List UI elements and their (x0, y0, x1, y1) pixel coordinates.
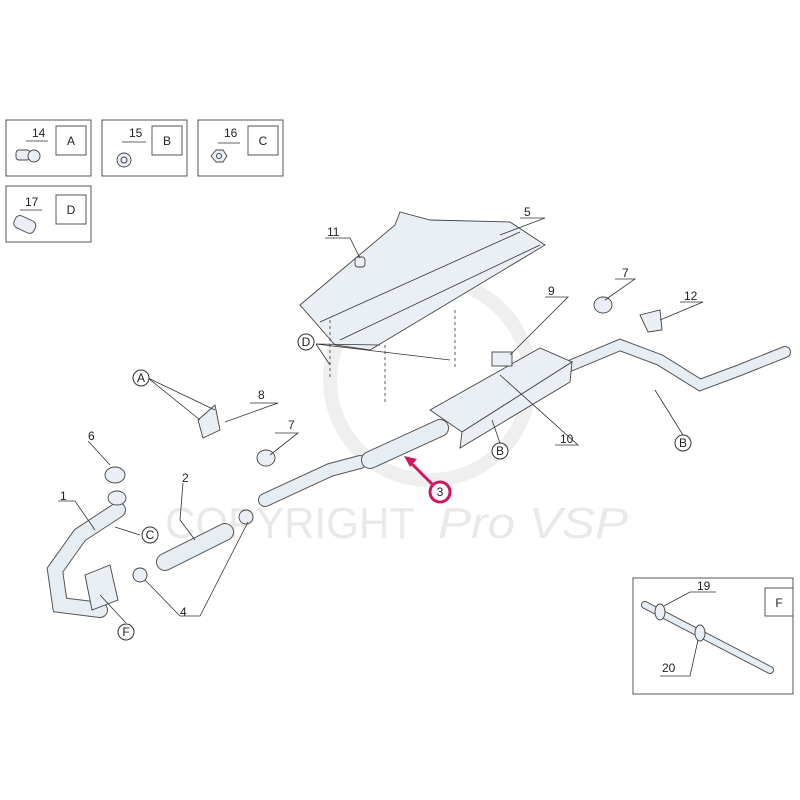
heat-shield (299, 211, 546, 351)
callout-10: 10 (560, 432, 574, 446)
leader-lines (58, 217, 704, 624)
watermark-brand: Pro VSP (438, 499, 629, 548)
svg-text:D: D (302, 335, 311, 349)
bracket-8 (197, 404, 221, 439)
circled-label-b: B (674, 434, 692, 452)
callout-9: 9 (548, 284, 555, 298)
callout-1: 1 (60, 489, 67, 503)
gasket (104, 466, 126, 484)
callout-12: 12 (684, 289, 698, 303)
nut-11 (354, 256, 366, 268)
detail-letter: F (775, 596, 782, 610)
legend-number: 14 (32, 126, 46, 140)
svg-text:F: F (122, 625, 129, 639)
legend-box-a: A 14 (5, 119, 92, 177)
detail-box-f: F 19 20 (632, 577, 794, 695)
svg-text:B: B (679, 436, 687, 450)
callout-7: 7 (622, 266, 629, 280)
legend-box-d: D 17 (5, 185, 92, 243)
bracket-12 (639, 309, 663, 333)
callout-6: 6 (88, 429, 95, 443)
rubber-hanger (256, 449, 276, 467)
svg-text:B: B (496, 444, 504, 458)
callout-8: 8 (258, 388, 265, 402)
legend-letter: A (67, 134, 75, 148)
legend-box-b: B 15 (101, 119, 188, 177)
stud-icon (13, 215, 37, 234)
callout-7: 7 (288, 418, 295, 432)
legend-number: 15 (129, 126, 143, 140)
callout-4: 4 (180, 605, 187, 619)
clamp (238, 509, 254, 525)
rear-muffler-side (459, 361, 573, 449)
exhaust-pipe (258, 338, 791, 507)
callout-19: 19 (697, 579, 711, 593)
circled-label-a: A (132, 369, 150, 387)
circled-label-c: C (141, 526, 159, 544)
clamp (132, 567, 148, 583)
washer-bolt-icon (116, 152, 132, 168)
nut-icon (210, 149, 228, 163)
legend-letter: C (259, 134, 268, 148)
rubber-hanger (593, 296, 613, 314)
legend-letter: D (67, 203, 76, 217)
muffler-bracket (491, 351, 513, 367)
legend-number: 16 (224, 126, 238, 140)
legend-letter: B (163, 134, 171, 148)
callout-20: 20 (662, 661, 676, 675)
highlight-arrow (408, 460, 434, 486)
arrow-head-icon (404, 456, 417, 467)
circled-label-d: D (297, 333, 315, 351)
downpipe-bracket (84, 564, 119, 611)
legend-box-c: C 16 (197, 119, 284, 177)
svg-text:A: A (137, 371, 145, 385)
callout-3: 3 (437, 485, 444, 499)
callout-5: 5 (524, 205, 531, 219)
svg-text:C: C (146, 528, 155, 542)
flange (107, 490, 127, 506)
highlighted-callout-3[interactable]: 3 (404, 456, 452, 504)
legend-number: 17 (25, 195, 39, 209)
callout-2: 2 (182, 471, 189, 485)
circled-label-b: B (491, 442, 509, 460)
circled-label-f: F (117, 623, 135, 641)
callout-11: 11 (327, 225, 340, 239)
